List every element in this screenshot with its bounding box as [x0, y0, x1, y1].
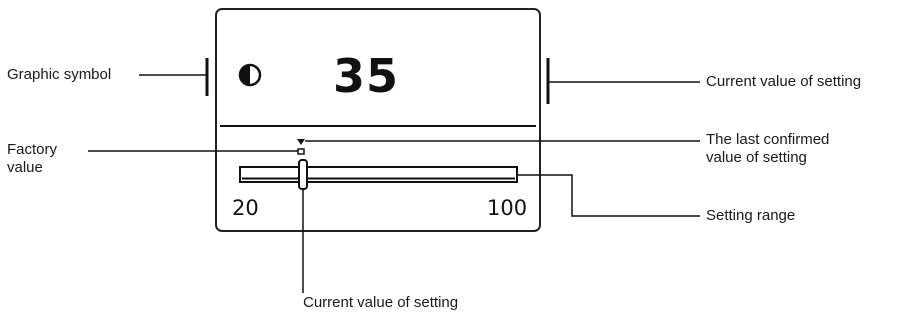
factory-value-marker: [297, 148, 305, 155]
half-filled-circle-icon: [238, 63, 262, 87]
current-value-slider-handle[interactable]: [298, 159, 308, 190]
setting-range-label: Setting range: [706, 207, 796, 224]
graphic-symbol-label: Graphic symbol: [7, 66, 112, 83]
factory-value-label-line2: value: [7, 159, 43, 176]
current-value-right-label: Current value of setting: [706, 73, 862, 90]
setting-range-bar: [239, 166, 518, 183]
setting-range-leader: [518, 174, 700, 217]
current-value-bottom-label: Current value of setting: [303, 294, 459, 311]
factory-value-label-line1: Factory: [7, 141, 58, 158]
last-confirmed-label-line2: value of setting: [706, 149, 807, 166]
display-current-value: 35: [333, 49, 400, 103]
last-confirmed-marker: [297, 139, 305, 145]
range-min-value: 20: [232, 196, 259, 220]
last-confirmed-label-line1: The last confirmed: [706, 131, 830, 148]
range-max-value: 100: [487, 196, 528, 220]
